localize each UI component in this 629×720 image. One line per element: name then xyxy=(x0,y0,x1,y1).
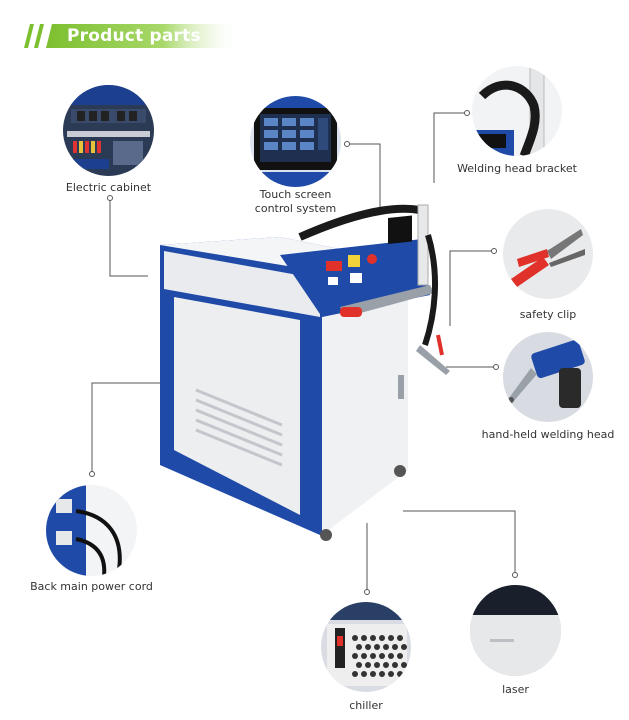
hand-held-welding-head-label: hand-held welding head xyxy=(481,428,615,441)
hand-held-welding-head-image xyxy=(503,332,593,422)
laser-image xyxy=(470,585,561,676)
chiller-image xyxy=(321,602,411,692)
chiller-label: chiller xyxy=(349,699,383,712)
electric-cabinet-label: Electric cabinet xyxy=(65,181,152,194)
laser-welding-machine xyxy=(160,204,450,541)
safety-clip-image xyxy=(503,209,593,299)
safety-clip-label: safety clip xyxy=(519,308,577,321)
touch-screen-label-line1: Touch screen xyxy=(259,188,332,201)
welding-head-bracket-image xyxy=(472,66,562,156)
header-banner xyxy=(24,24,242,48)
welding-head-bracket-label: Welding head bracket xyxy=(457,162,577,175)
electric-cabinet-image xyxy=(63,85,154,176)
touch-screen-image xyxy=(250,96,341,187)
touch-screen-label-line2: control system xyxy=(254,202,337,215)
back-main-power-cord-label: Back main power cord xyxy=(30,580,153,593)
laser-label: laser xyxy=(502,683,529,696)
back-main-power-cord-image xyxy=(46,485,137,576)
page-title: Product parts xyxy=(67,26,201,46)
